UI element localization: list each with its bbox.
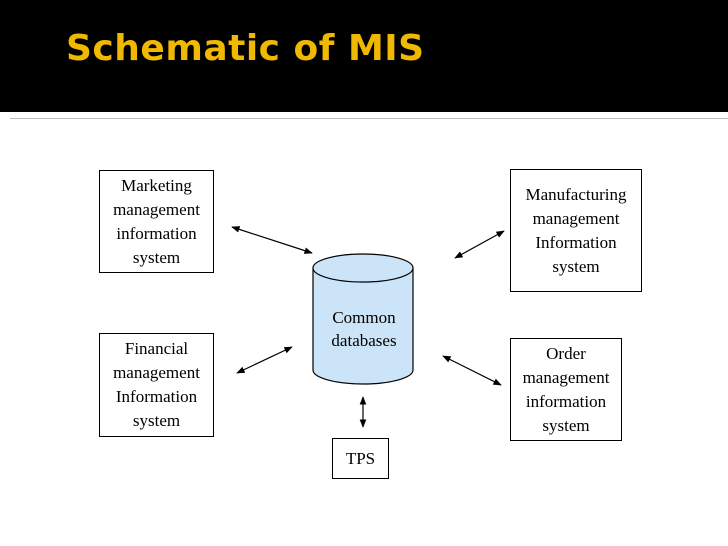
- financial-mis-box: Financial management Information system: [99, 333, 214, 437]
- arrow-manufacturing-database: [454, 230, 505, 259]
- order-mis-box: Order management information system: [510, 338, 622, 441]
- database-label: Common databases: [331, 308, 397, 350]
- database-cylinder-icon: [312, 253, 414, 385]
- tps-box: TPS: [332, 438, 389, 479]
- arrow-financial-database: [236, 346, 293, 374]
- title-bar: Schematic of MIS: [0, 0, 728, 112]
- arrow-marketing-database: [231, 226, 313, 254]
- slide-title: Schematic of MIS: [66, 28, 425, 69]
- marketing-mis-box: Marketing management information system: [99, 170, 214, 273]
- divider-line: [10, 118, 728, 119]
- manufacturing-mis-box: Manufacturing management Information sys…: [510, 169, 642, 292]
- arrow-order-database: [442, 355, 502, 386]
